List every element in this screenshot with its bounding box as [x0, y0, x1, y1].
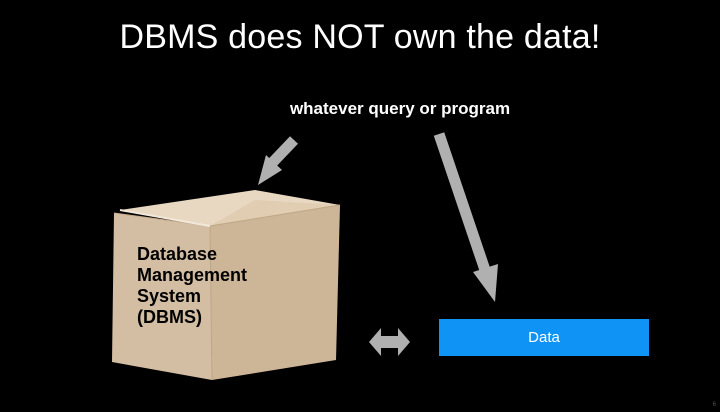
box-line-database: Database [137, 244, 218, 264]
down-arrow-icon [433, 132, 498, 302]
box-line-system: System [137, 286, 202, 306]
page-number: 6 [712, 402, 716, 408]
box-line-dbms: (DBMS) [137, 307, 202, 327]
query-label: whatever query or program [289, 99, 511, 118]
dbms-box-label: Database Management System (DBMS) [137, 244, 247, 328]
cardboard-box-icon [112, 190, 341, 380]
double-arrow-icon [369, 328, 410, 356]
down-left-arrow-icon [258, 136, 298, 185]
slide-title: DBMS does NOT own the data! [119, 18, 601, 56]
box-line-management: Management [137, 265, 248, 285]
data-box: Data [439, 319, 649, 356]
